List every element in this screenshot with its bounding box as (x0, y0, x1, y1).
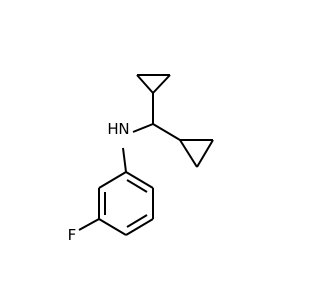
molecule-drawing: H N F (68, 74, 214, 244)
bond-ring-double-1 (126, 179, 148, 193)
structure-canvas: H N F (68, 74, 214, 244)
bond-cp2-b (179, 139, 198, 168)
bonds (78, 74, 214, 236)
bond-ring-3 (125, 218, 154, 236)
bond-ring-double-2 (126, 214, 148, 228)
atom-labels: H N F (68, 120, 130, 244)
fluorine-label: F (68, 226, 77, 244)
nitrogen-label: N (118, 120, 129, 138)
bond-ring-4 (98, 218, 127, 236)
bond-ring-6 (98, 171, 127, 189)
hydrogen-label: H (107, 120, 118, 138)
bond-ring-1 (125, 171, 154, 189)
bond-n-ring (122, 147, 127, 173)
bond-cp2-c (196, 139, 214, 168)
bond-ch-cp2 (152, 123, 181, 141)
bond-ch-n (132, 123, 154, 133)
bond-ring-f (78, 218, 100, 231)
bond-cp1-c (152, 74, 171, 94)
bond-cp1-b (136, 74, 154, 94)
